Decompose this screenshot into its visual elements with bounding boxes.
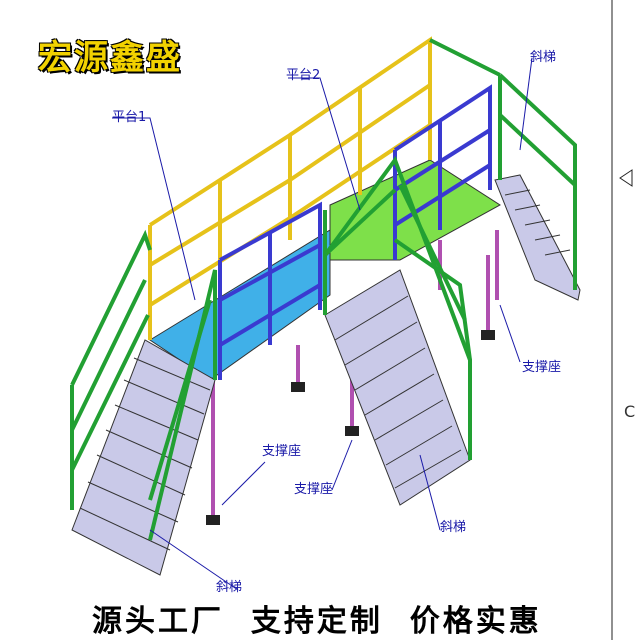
label-support-left: 支撑座 bbox=[262, 444, 302, 459]
leader-lines bbox=[112, 57, 533, 591]
stair-upper-right bbox=[494, 174, 581, 301]
label-stair-bottom-center: 斜梯 bbox=[440, 520, 467, 535]
stair-center bbox=[324, 269, 471, 506]
label-support-center: 支撑座 bbox=[294, 482, 334, 497]
green-stair-rails bbox=[70, 38, 577, 541]
label-support-right: 支撑座 bbox=[522, 360, 562, 375]
label-stair-bottom-left: 斜梯 bbox=[216, 580, 243, 595]
slogan-text: 源头工厂 支持定制 价格实惠 bbox=[92, 604, 542, 639]
label-platform-1: 平台1 bbox=[112, 110, 147, 125]
border-arrow-icon bbox=[619, 169, 633, 187]
label-stair-top-right: 斜梯 bbox=[530, 50, 557, 65]
stair-left bbox=[71, 339, 216, 576]
label-platform-2: 平台2 bbox=[286, 68, 321, 83]
edge-letter: C bbox=[624, 402, 636, 421]
support-bases bbox=[206, 330, 495, 525]
brand-title: 宏源鑫盛 bbox=[38, 38, 182, 78]
purple-guardrail bbox=[218, 84, 492, 380]
